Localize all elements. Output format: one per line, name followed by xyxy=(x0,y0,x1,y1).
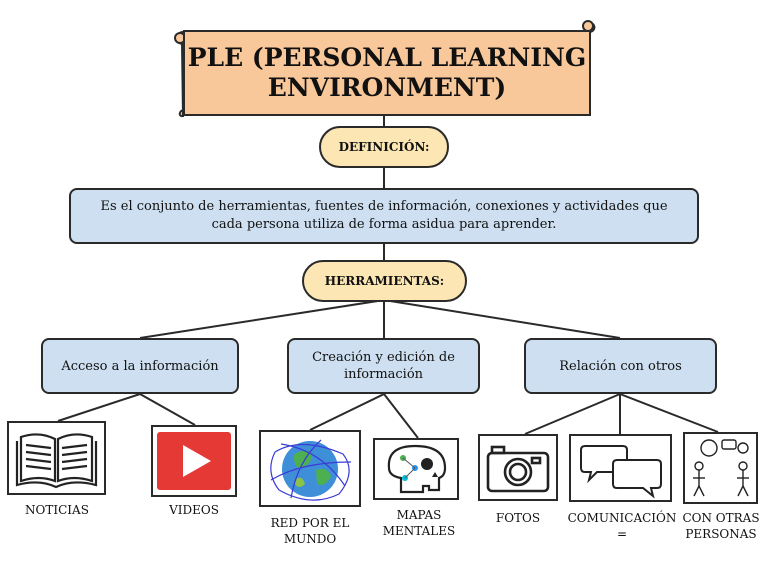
book-icon xyxy=(15,433,98,489)
item-world-network xyxy=(259,430,361,507)
tools-label: HERRAMIENTAS: xyxy=(302,260,467,302)
item-mind-maps xyxy=(373,438,459,500)
item-caption: FOTOS xyxy=(495,511,541,525)
item-news xyxy=(7,421,106,495)
camera-icon xyxy=(486,445,550,493)
globe-network-icon xyxy=(270,439,352,501)
item-caption: CON OTRAS PERSONAS xyxy=(682,511,760,541)
item-caption: MAPAS MENTALES xyxy=(382,508,456,538)
skull-mindmap-icon xyxy=(387,444,447,494)
item-caption: RED POR EL MUNDO xyxy=(270,516,350,546)
item-caption: NOTICIAS xyxy=(25,503,89,517)
category-creation-editing: Creación y edición de información xyxy=(287,338,480,394)
item-photos xyxy=(478,434,558,501)
category-relation-others: Relación con otros xyxy=(524,338,717,394)
page-title: PLE (PERSONAL LEARNING ENVIRONMENT) xyxy=(183,30,591,116)
people-talking-icon xyxy=(693,439,749,497)
item-communication xyxy=(569,434,672,502)
item-other-people xyxy=(683,432,758,504)
item-caption: VIDEOS xyxy=(169,503,219,517)
speech-bubbles-icon xyxy=(580,445,662,499)
definition-label: DEFINICIÓN: xyxy=(319,126,449,168)
category-access-information: Acceso a la información xyxy=(41,338,239,394)
item-videos xyxy=(151,425,237,497)
definition-text: Es el conjunto de herramientas, fuentes … xyxy=(69,188,699,244)
item-caption: COMUNICACIÓN = xyxy=(567,511,677,541)
video-play-icon xyxy=(157,432,231,490)
